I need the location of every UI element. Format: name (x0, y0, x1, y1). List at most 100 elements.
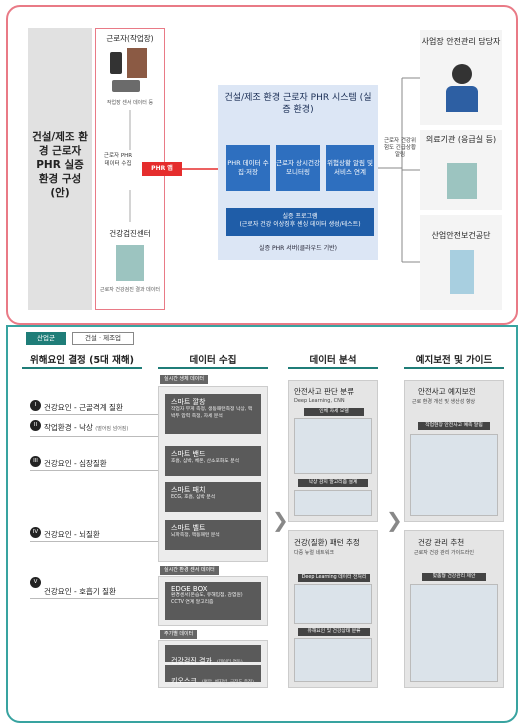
demo-program-sub: (근로자 건강 이상징후 센싱 데이터 생성/테스트) (239, 221, 361, 228)
health-center-title: 건강검진센터 (109, 229, 151, 238)
divider (30, 541, 158, 542)
bottom-panel-frame (6, 325, 518, 723)
guide-tag: 맞춤형 건강관리 제안 (422, 573, 486, 581)
industry-tag: 산업군 (26, 332, 66, 345)
risk-sub: (떨어짐 넘어짐) (95, 426, 129, 432)
worker-sub: 작업장 센서 데이터 등 (106, 100, 154, 106)
col-head-analysis: 데이터 분석 (309, 355, 357, 366)
system-step-monitor: 근로자 상시건강 모니터링 (276, 145, 320, 191)
demo-program-title: 실증 프로그램 (282, 213, 318, 220)
device-smart-band: 스마트 밴드 호흡, 심박, 체온, 산소포화도 분석 (165, 446, 261, 476)
risk-number: III (30, 456, 41, 467)
divider (30, 436, 158, 437)
analysis-title: 안전사고 판단 분류 (294, 387, 354, 396)
analysis-sub: 다중 뉴럴 네트워크 (294, 550, 334, 556)
health-classify-image (294, 638, 372, 682)
dest-kosha-label: 산업안전보건공단 (431, 231, 491, 240)
device-checkup: 건강검진 결과 (데이터 연동) (165, 645, 261, 665)
col-head-risk: 위해요인 결정 (5대 재해) (30, 355, 134, 366)
building-icon (450, 250, 474, 294)
body-health-image (410, 584, 498, 682)
dest-safety-manager-label: 사업장 안전관리 담당자 (421, 37, 501, 46)
device-edge-box: EDGE BOX 환경센서(온습도, 유해입점, 감염원) CCTV 연계 알고… (165, 582, 261, 620)
dl-preprocess-image (294, 584, 372, 624)
person-icon (452, 64, 472, 84)
device-title: 키오스크 (171, 677, 197, 685)
divider (158, 367, 268, 369)
phr-system-title: 건설/제조 환경 근로자 PHR 시스템 (실증 환경) (224, 93, 372, 115)
chevron-right-icon: ❯ (386, 508, 403, 532)
device-title: EDGE BOX (171, 585, 208, 593)
device-sub: 뇌파측정, 맥동패턴 분석 (171, 533, 220, 538)
section-tag: 주기별 데이터 (160, 630, 198, 639)
dest-hospital-label: 의료기관 (응급실 등) (425, 135, 497, 144)
analysis-sub: Deep Learning, CNN (294, 398, 345, 404)
device-smart-patch: 스마트 패치 ECG, 호흡, 심박 분석 (165, 482, 261, 512)
building-icon (116, 245, 144, 281)
risk-label: 작업환경 - 낙상 (44, 423, 93, 432)
chevron-right-icon: ❯ (272, 508, 289, 532)
alert-label: 근로자 건강위험도 긴급상황 알림 (383, 138, 417, 158)
risk-item: 작업환경 - 낙상 (떨어짐 넘어짐) (44, 422, 128, 433)
device-sub: (혈압, 체지방, 근전도 측정) (201, 680, 254, 685)
divider (288, 367, 378, 369)
worker-title: 근로자(작업장) (106, 34, 154, 43)
top-panel-frame (6, 5, 518, 325)
pose-model-image (294, 418, 372, 474)
divider (404, 367, 504, 369)
fall-algorithm-image (294, 490, 372, 516)
guide-sub: 근로 환경 개선 및 생산성 향상 (412, 399, 476, 405)
device-sub: 환경센서(온습도, 유해입점, 감염원) CCTV 연계 알고리즘 (171, 593, 243, 605)
person-body-icon (446, 86, 478, 112)
panel-title: 건설/제조 환경 근로자 PHR 실증 환경 구성(안) (32, 131, 88, 199)
hospital-icon (447, 163, 477, 199)
risk-item: 건강요인 - 심장질환 (44, 459, 107, 468)
device-sub: (데이터 연동) (216, 660, 243, 665)
device-title: 스마트 밴드 (171, 450, 206, 458)
demo-program-box: 실증 프로그램 (근로자 건강 이상징후 센싱 데이터 생성/테스트) (226, 208, 374, 236)
system-step-collect: PHR 데이터 수집·저장 (226, 145, 270, 191)
col-head-collect: 데이터 수집 (189, 355, 237, 366)
health-center-sub: 근로자 건강검진 결과 데이터 (100, 287, 160, 293)
divider (30, 470, 158, 471)
accident-prediction-chart (410, 434, 498, 516)
divider (22, 367, 142, 369)
device-sub: 호흡, 심박, 체온, 산소포화도 분석 (171, 459, 240, 464)
guide-sub: 근로자 건강 관리 가이드라인 (414, 550, 474, 556)
analysis-tag: 유해요인 및 건강상태 분류 (298, 628, 370, 636)
industry-value: 건설 · 제조업 (72, 332, 134, 345)
device-title: 스마트 깔창 (171, 398, 206, 406)
device-sub: ECG, 호흡, 심박 분석 (171, 495, 216, 500)
section-tag: 실시간 생체 데이터 (160, 375, 208, 384)
phr-app-badge: PHR 앱 (142, 162, 182, 176)
device-smart-belt: 스마트 벨트 뇌파측정, 맥동패턴 분석 (165, 520, 261, 550)
risk-item: 건강요인 - 근골격계 질환 (44, 403, 123, 412)
risk-number: IV (30, 527, 41, 538)
risk-item: 건강요인 - 뇌질환 (44, 530, 100, 539)
divider (30, 598, 158, 599)
title-box (28, 28, 92, 310)
device-sub: 작업자 무게 측정, 생동패턴측정 낙상, 맥박두 압력 측정, 자세 분석 (171, 407, 253, 419)
system-step-alert: 위험상황 알림 및 서비스 연계 (326, 145, 374, 191)
analysis-tag: 인체 자세 모델 (304, 408, 364, 416)
device-title: 스마트 벨트 (171, 524, 206, 532)
guide-title: 안전사고 예지보전 (418, 387, 476, 396)
wearable-icon (127, 48, 147, 78)
guide-tag: 작업현장 안전사고 예측 알림 (418, 422, 490, 430)
risk-number: II (30, 420, 41, 431)
phr-collect-label: 근로자 PHR 데이터 수집 (103, 153, 133, 167)
risk-item: 건강요인 - 호흡기 질환 (44, 587, 116, 596)
analysis-tag: Deep Learning 데이터 전처리 (298, 574, 370, 582)
phr-server-label: 실증 PHR 서버(클라우드 기반) (259, 245, 337, 252)
band-icon (112, 80, 140, 92)
analysis-tag: 낙상 감지 알고리즘 설계 (298, 479, 368, 487)
risk-number: V (30, 577, 41, 588)
col-head-guide: 예지보전 및 가이드 (415, 355, 493, 366)
phone-icon (110, 52, 122, 74)
risk-number: I (30, 400, 41, 411)
guide-title: 건강 관리 추천 (418, 538, 465, 547)
device-smart-insole: 스마트 깔창 작업자 무게 측정, 생동패턴측정 낙상, 맥박두 압력 측정, … (165, 394, 261, 434)
analysis-title: 건강(질환) 패턴 추정 (294, 538, 360, 547)
device-title: 건강검진 결과 (171, 657, 212, 665)
device-title: 스마트 패치 (171, 486, 206, 494)
